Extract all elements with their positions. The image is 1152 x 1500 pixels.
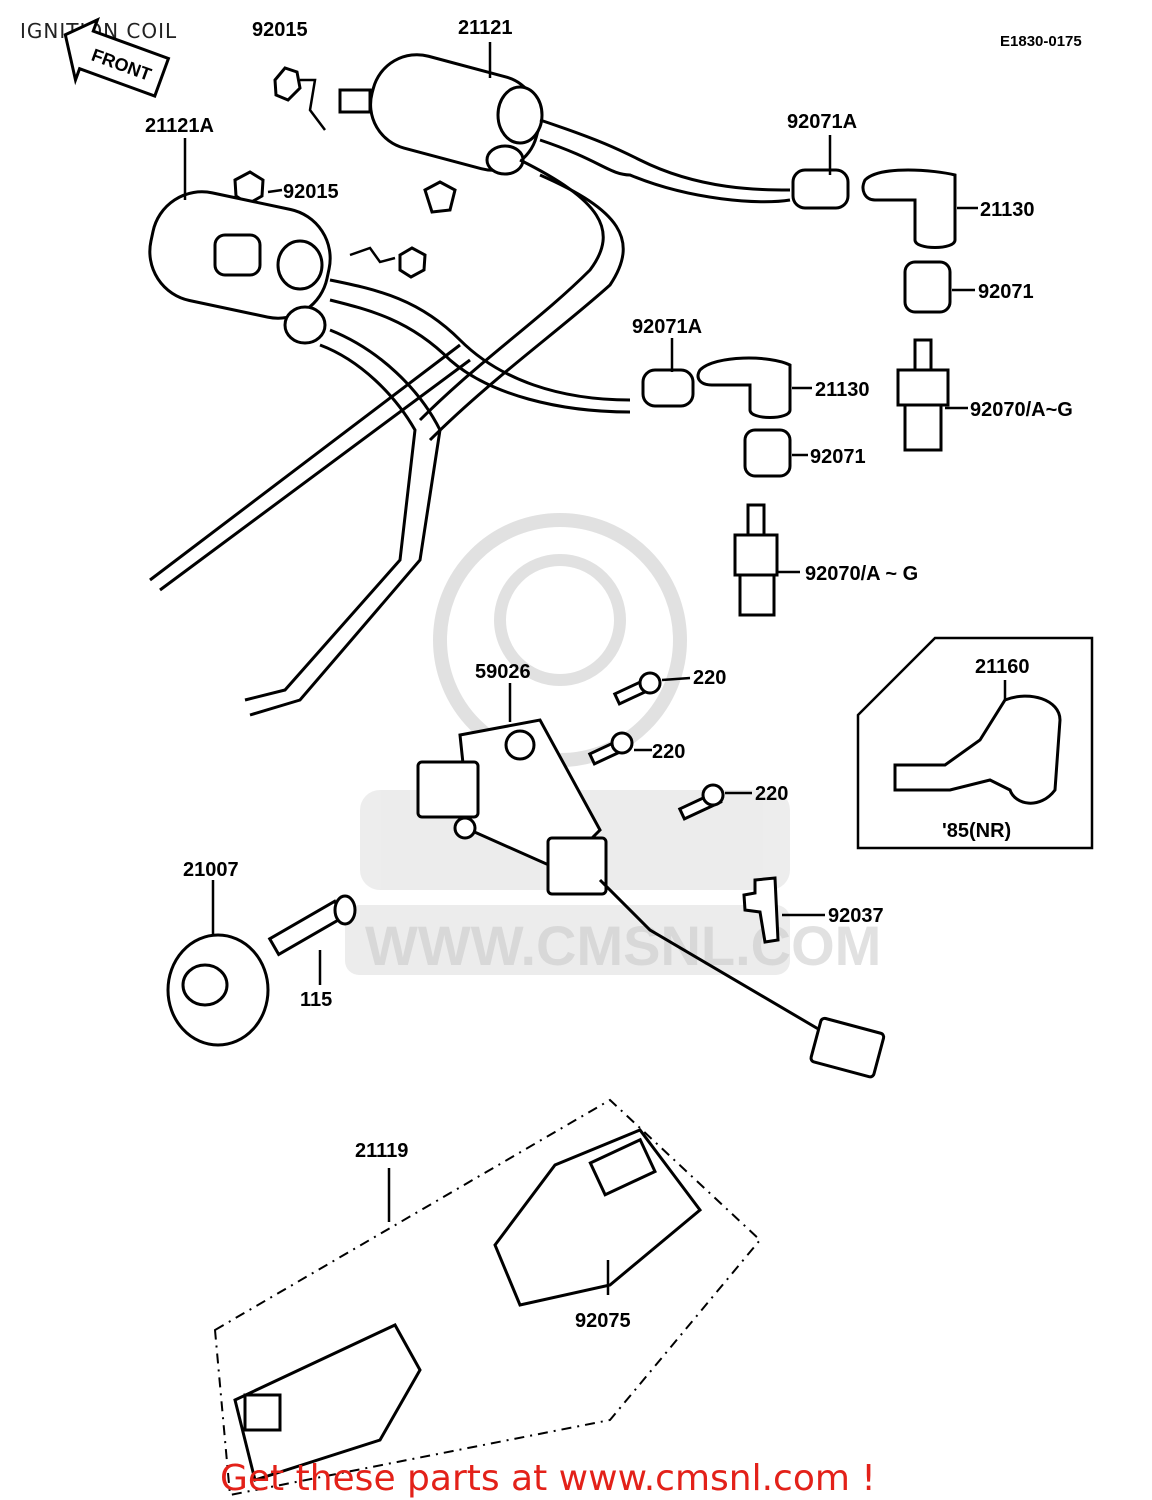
- callout-21130-top: 21130: [980, 199, 1035, 221]
- callout-21007: 21007: [183, 859, 239, 881]
- spark-plug-92070-right: [896, 338, 950, 452]
- ignition-coil-21121: [338, 53, 544, 176]
- callout-92075: 92075: [575, 1310, 631, 1332]
- callout-92015-mid: 92015: [283, 181, 339, 203]
- callout-92071-mid: 92071: [810, 446, 866, 468]
- igniter-92075: [493, 1128, 703, 1307]
- spark-plug-92070-mid: [733, 503, 779, 617]
- drawing-reference-code: E1830-0175: [1000, 33, 1082, 50]
- cmsnl-watermark: [345, 513, 790, 975]
- callout-21130-mid: 21130: [815, 379, 870, 401]
- callout-92015-top: 92015: [252, 19, 308, 41]
- cap-92071A-mid: [641, 368, 695, 408]
- igniter-unit-lower: [233, 1323, 422, 1482]
- ignition-coil-21121A: [148, 190, 332, 345]
- callout-115: 115: [300, 989, 332, 1011]
- screw-220-c: [677, 783, 725, 821]
- callout-21119: 21119: [355, 1140, 408, 1162]
- pickup-coil-59026: [416, 718, 608, 896]
- callout-92070-right: 92070/A~G: [970, 399, 1073, 421]
- cap-92071A-top: [791, 168, 850, 210]
- seal-92071-mid: [743, 428, 792, 478]
- timing-rotor-21007: [166, 933, 270, 1047]
- inset-85nr-box: [856, 636, 1094, 850]
- screw-220-a: [612, 671, 662, 706]
- nut-92015-right: [398, 246, 427, 279]
- callout-92071A-mid: 92071A: [632, 316, 702, 338]
- seal-92071-top: [903, 260, 952, 314]
- callout-92037: 92037: [828, 905, 884, 927]
- bolt-115: [267, 894, 357, 957]
- callout-59026: 59026: [475, 661, 531, 683]
- callout-92071-top: 92071: [978, 281, 1034, 303]
- plug-cap-21130-mid: [696, 356, 792, 419]
- callout-21121: 21121: [458, 17, 513, 39]
- callout-92070-mid: 92070/A ~ G: [805, 563, 918, 585]
- screw-220-b: [587, 731, 634, 766]
- callout-220-b: 220: [652, 741, 685, 763]
- leader-lines: [183, 42, 978, 722]
- front-direction-arrow: FRONT: [63, 16, 171, 98]
- pickup-coil-wire: [598, 878, 821, 1032]
- watermark-url: WWW.CMSNL.COM: [365, 914, 881, 977]
- callout-220-a: 220: [693, 667, 726, 689]
- nut-92015-top: [273, 66, 302, 102]
- high-tension-leads: [149, 118, 791, 717]
- pickup-coil-connector: [809, 1016, 886, 1079]
- callout-92071A-top: 92071A: [787, 111, 857, 133]
- nut-92015-mid: [233, 170, 265, 206]
- clamp-92037: [742, 876, 780, 944]
- callout-21160: 21160: [975, 656, 1030, 678]
- callout-21121A: 21121A: [145, 115, 214, 137]
- nut-92015-bolt: [423, 180, 457, 214]
- callout-220-c: 220: [755, 783, 788, 805]
- promo-banner[interactable]: Get these parts at www.cmsnl.com !: [220, 1458, 876, 1499]
- callout-85nr: '85(NR): [942, 820, 1011, 842]
- plug-cap-21130-top: [861, 168, 957, 249]
- plug-cap-21160: [893, 694, 1062, 805]
